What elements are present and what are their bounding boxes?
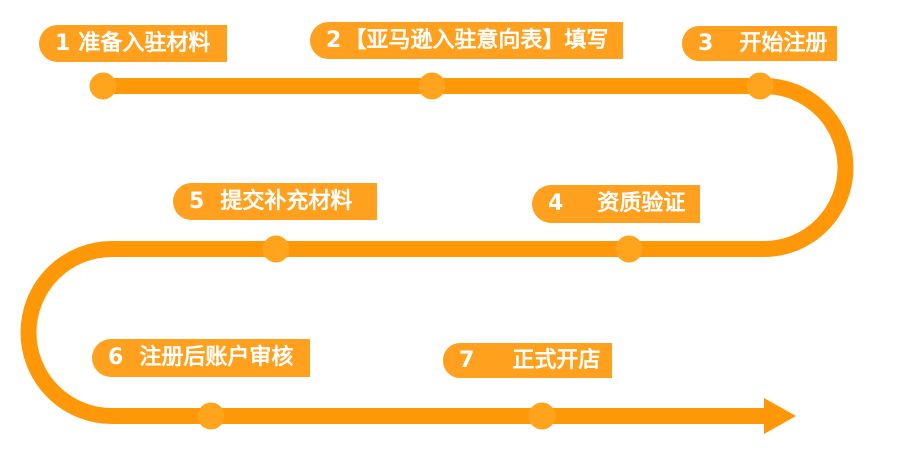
step-pill-4: 4 资质验证	[532, 185, 700, 223]
step-number: 5	[189, 188, 205, 214]
step-label: 开始注册	[739, 30, 828, 56]
step-pill-2: 2 【亚马逊入驻意向表】填写	[310, 22, 623, 59]
step-node-7	[528, 402, 556, 430]
step-label: 正式开店	[512, 347, 601, 373]
step-pill-6: 6 注册后账户审核	[92, 339, 310, 377]
step-label: 注册后账户审核	[139, 345, 294, 370]
step-number: 3	[698, 30, 714, 56]
step-pill-5: 5 提交补充材料	[173, 183, 377, 220]
step-node-4	[615, 235, 643, 263]
step-label: 准备入驻材料	[78, 30, 211, 56]
step-number: 2	[326, 27, 342, 53]
step-node-3	[746, 72, 774, 100]
arrowhead-icon	[764, 398, 796, 434]
step-number: 4	[548, 191, 564, 216]
step-node-6	[197, 402, 225, 430]
step-number: 6	[108, 345, 124, 370]
step-label: 【亚马逊入驻意向表】填写	[344, 27, 609, 53]
step-pill-1: 1 准备入驻材料	[39, 25, 227, 62]
timeline-path	[20, 78, 854, 424]
step-pill-7: 7 正式开店	[443, 343, 612, 378]
step-node-1	[89, 72, 117, 100]
step-number: 7	[459, 347, 475, 373]
step-node-5	[262, 235, 290, 263]
step-number: 1	[55, 30, 71, 56]
step-label: 提交补充材料	[220, 188, 353, 214]
step-label: 资质验证	[597, 191, 686, 216]
step-node-2	[418, 72, 446, 100]
step-pill-3: 3 开始注册	[682, 26, 837, 61]
